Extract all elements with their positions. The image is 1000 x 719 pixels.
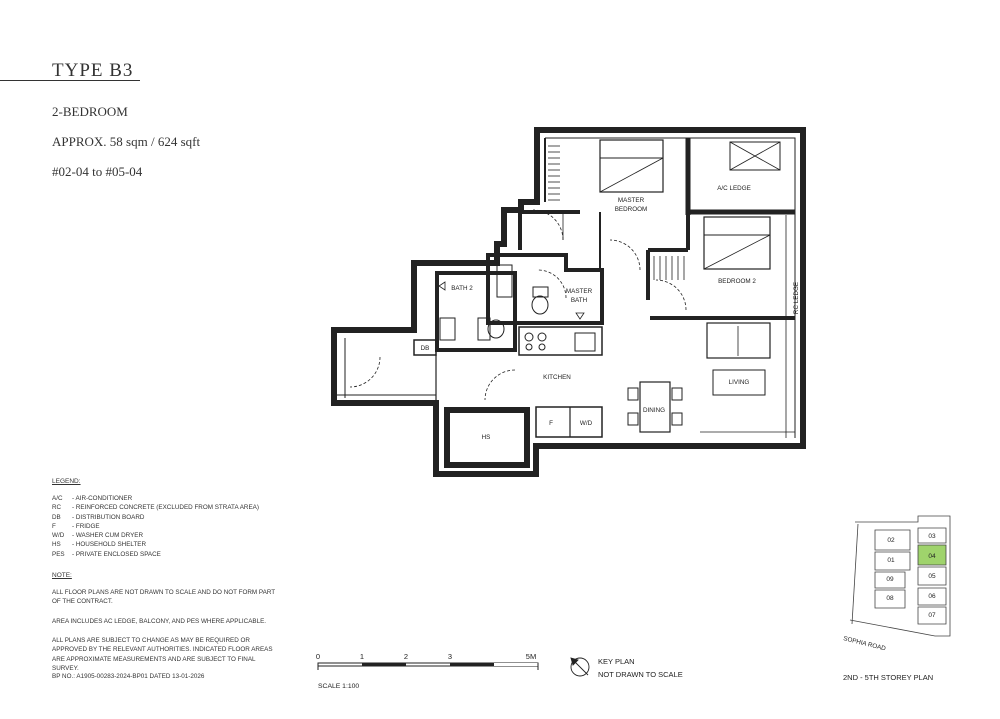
legend-abbr: HS (52, 541, 61, 549)
unit-numbers: #02-04 to #05-04 (52, 164, 143, 179)
note-2: AREA INCLUDES AC LEDGE, BALCONY, AND PES… (52, 618, 267, 625)
legend-desc: - REINFORCED CONCRETE (EXCLUDED FROM STR… (72, 504, 259, 512)
legend-desc: - WASHER CUM DRYER (72, 532, 144, 540)
label-hs: HS (482, 434, 491, 441)
key-unit-05: 05 (928, 573, 936, 580)
legend-desc: - AIR-CONDITIONER (72, 495, 133, 502)
key-unit-03: 03 (928, 533, 936, 540)
outer-wall (331, 127, 806, 477)
bp-number: BP NO.: A1905-00283-2024-BP01 DATED 13-0… (52, 673, 205, 680)
key-unit-07: 07 (928, 612, 936, 619)
label-master-bath: MASTER (566, 288, 593, 295)
label-kitchen: KITCHEN (543, 374, 571, 381)
legend-desc: - FRIDGE (72, 522, 100, 530)
label-dining: DINING (643, 407, 665, 414)
note-1: ALL FLOOR PLANS ARE NOT DRAWN TO SCALE A… (52, 589, 276, 606)
label-master-bedroom: MASTER (618, 197, 645, 204)
north-arrow-icon (570, 657, 590, 677)
scale-tick-0: 0 (316, 652, 320, 661)
note-title: NOTE: (52, 572, 72, 579)
key-unit-01: 01 (887, 557, 895, 564)
label-rc-ledge: RC LEDGE (793, 282, 800, 314)
storey-plan-label: 2ND - 5TH STOREY PLAN (843, 673, 933, 682)
label-ac-ledge: A/C LEDGE (717, 185, 751, 192)
key-unit-06: 06 (928, 593, 936, 600)
legend-title: LEGEND: (52, 478, 81, 485)
legend-abbr: PES (52, 550, 65, 558)
key-unit-02: 02 (887, 537, 895, 544)
bedroom-count: 2-BEDROOM (52, 104, 128, 119)
label-db: DB (421, 345, 430, 352)
key-plan-subtitle: NOT DRAWN TO SCALE (598, 670, 683, 679)
label-master-bedroom-2: BEDROOM (615, 206, 648, 213)
legend-abbr: W/D (52, 532, 65, 540)
scale-label: SCALE 1:100 (318, 683, 359, 690)
unit-type-title: TYPE B3 (52, 60, 134, 81)
legend-desc: - PRIVATE ENCLOSED SPACE (72, 550, 161, 558)
scale-tick-2: 2 (404, 652, 408, 661)
label-bath-2: BATH 2 (451, 285, 473, 292)
unit-area: APPROX. 58 sqm / 624 sqft (52, 134, 201, 149)
legend-item: F - FRIDGE (52, 522, 259, 531)
label-washer-dryer: W/D (580, 420, 593, 427)
note-3: ALL PLANS ARE SUBJECT TO CHANGE AS MAY B… (52, 637, 273, 672)
scale-tick-3: 3 (448, 652, 452, 661)
legend-item: PES - PRIVATE ENCLOSED SPACE (52, 550, 259, 559)
title-underline (0, 80, 140, 81)
legend-abbr: A/C (52, 495, 63, 502)
legend-item: W/D - WASHER CUM DRYER (52, 531, 259, 540)
legend-desc: - DISTRIBUTION BOARD (72, 513, 145, 521)
legend-item: HS - HOUSEHOLD SHELTER (52, 540, 259, 549)
legend-desc: - HOUSEHOLD SHELTER (72, 541, 147, 549)
label-living: LIVING (729, 379, 750, 386)
key-plan-title: KEY PLAN (598, 657, 635, 666)
label-bedroom-2: BEDROOM 2 (718, 278, 756, 285)
scale-tick-5: 5M (526, 652, 536, 661)
road-label: SOPHIA ROAD (843, 635, 887, 652)
scale-bar (317, 662, 539, 670)
key-plan-map (849, 515, 951, 637)
legend-item: RC - REINFORCED CONCRETE (EXCLUDED FROM S… (52, 503, 259, 512)
label-master-bath-2: BATH (571, 297, 588, 304)
scale-tick-1: 1 (360, 652, 364, 661)
key-unit-09: 09 (886, 576, 894, 583)
legend-abbr: F (52, 522, 56, 530)
legend-list: A/C - AIR-CONDITIONER RC - REINFORCED CONC… (52, 494, 259, 559)
legend-item: A/C - AIR-CONDITIONER (52, 494, 259, 503)
legend-abbr: RC (52, 504, 62, 512)
key-unit-04-highlighted: 04 (928, 553, 936, 560)
legend-abbr: DB (52, 513, 61, 521)
key-unit-08: 08 (886, 595, 894, 602)
label-fridge: F (549, 420, 553, 427)
legend-item: DB - DISTRIBUTION BOARD (52, 513, 259, 522)
